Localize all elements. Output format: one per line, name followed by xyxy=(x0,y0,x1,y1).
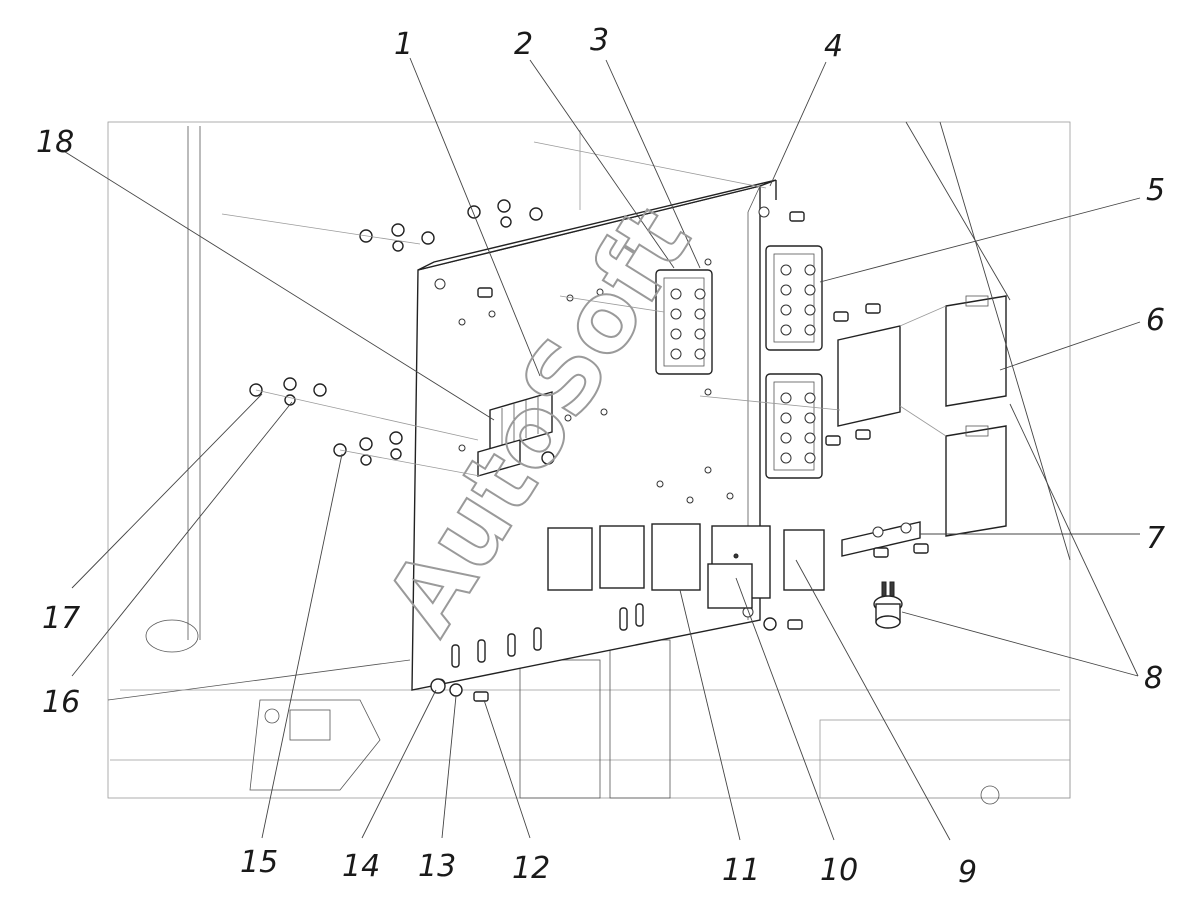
callout-4: 4 xyxy=(824,29,843,64)
callout-6: 6 xyxy=(1146,303,1165,338)
push-button-switch xyxy=(873,581,903,629)
callout-8: 8 xyxy=(1144,661,1163,696)
callout-13: 13 xyxy=(418,849,456,884)
fuse-holder-upper-right xyxy=(765,245,823,351)
callout-17: 17 xyxy=(42,601,80,636)
callout-16: 16 xyxy=(42,685,80,720)
chassis-frame xyxy=(107,121,1071,805)
callout-1: 1 xyxy=(394,27,413,62)
fuse-holder-lower-right xyxy=(765,373,823,479)
callout-15: 15 xyxy=(240,845,278,880)
callout-11: 11 xyxy=(722,853,760,888)
callout-5: 5 xyxy=(1146,173,1165,208)
fasteners xyxy=(249,199,929,702)
callout-labels: 1 2 3 4 5 6 7 8 9 10 11 12 13 14 15 16 1… xyxy=(36,23,1165,890)
callout-14: 14 xyxy=(342,849,380,884)
leader-lines xyxy=(61,57,1141,841)
callout-18: 18 xyxy=(36,125,74,160)
fuse-cover-panels xyxy=(837,295,1007,537)
fuse-holder-upper-left xyxy=(655,269,713,375)
terminal-bracket xyxy=(841,521,921,557)
callout-9: 9 xyxy=(958,855,977,890)
callout-2: 2 xyxy=(514,27,533,62)
callout-3: 3 xyxy=(590,23,609,58)
callout-12: 12 xyxy=(512,851,550,886)
assembly-axis-lines xyxy=(221,141,947,477)
bus-bar-comb xyxy=(477,391,553,477)
callout-7: 7 xyxy=(1146,521,1165,556)
callout-10: 10 xyxy=(820,853,858,888)
